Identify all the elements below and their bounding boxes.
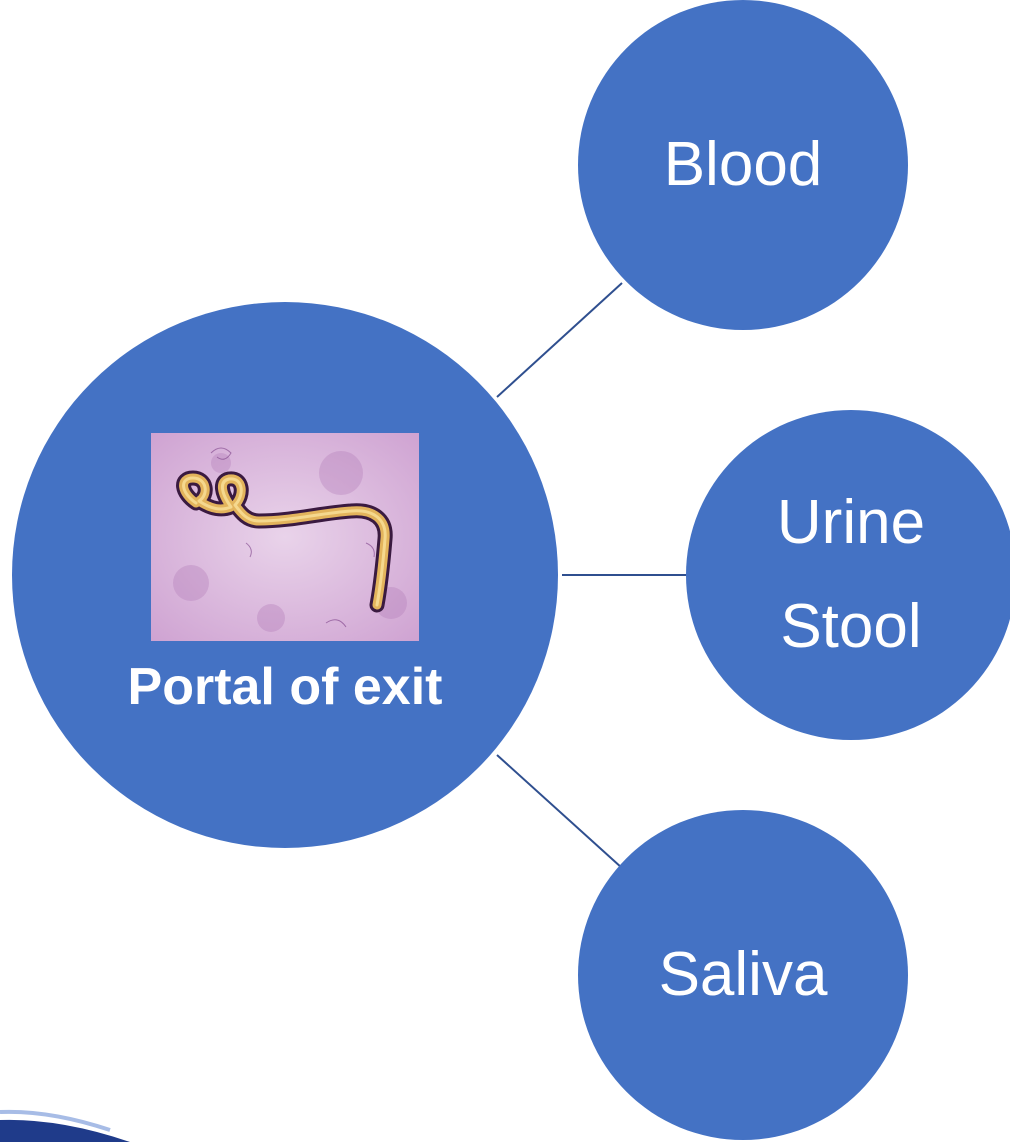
corner-swoosh-decoration (0, 1100, 130, 1142)
blood-label: Blood (664, 122, 823, 208)
portal-of-exit-node: Portal of exit (12, 302, 558, 848)
saliva-label: Saliva (659, 932, 828, 1018)
stool-label: Stool (780, 575, 921, 679)
portal-of-exit-label: Portal of exit (128, 657, 443, 717)
blood-node: Blood (578, 0, 908, 330)
urine-label: Urine (777, 471, 925, 575)
saliva-node: Saliva (578, 810, 908, 1140)
urine-stool-node: Urine Stool (686, 410, 1010, 740)
connector-saliva (497, 755, 622, 868)
connector-blood (497, 283, 622, 397)
ebola-virus-micrograph-icon (151, 433, 419, 641)
